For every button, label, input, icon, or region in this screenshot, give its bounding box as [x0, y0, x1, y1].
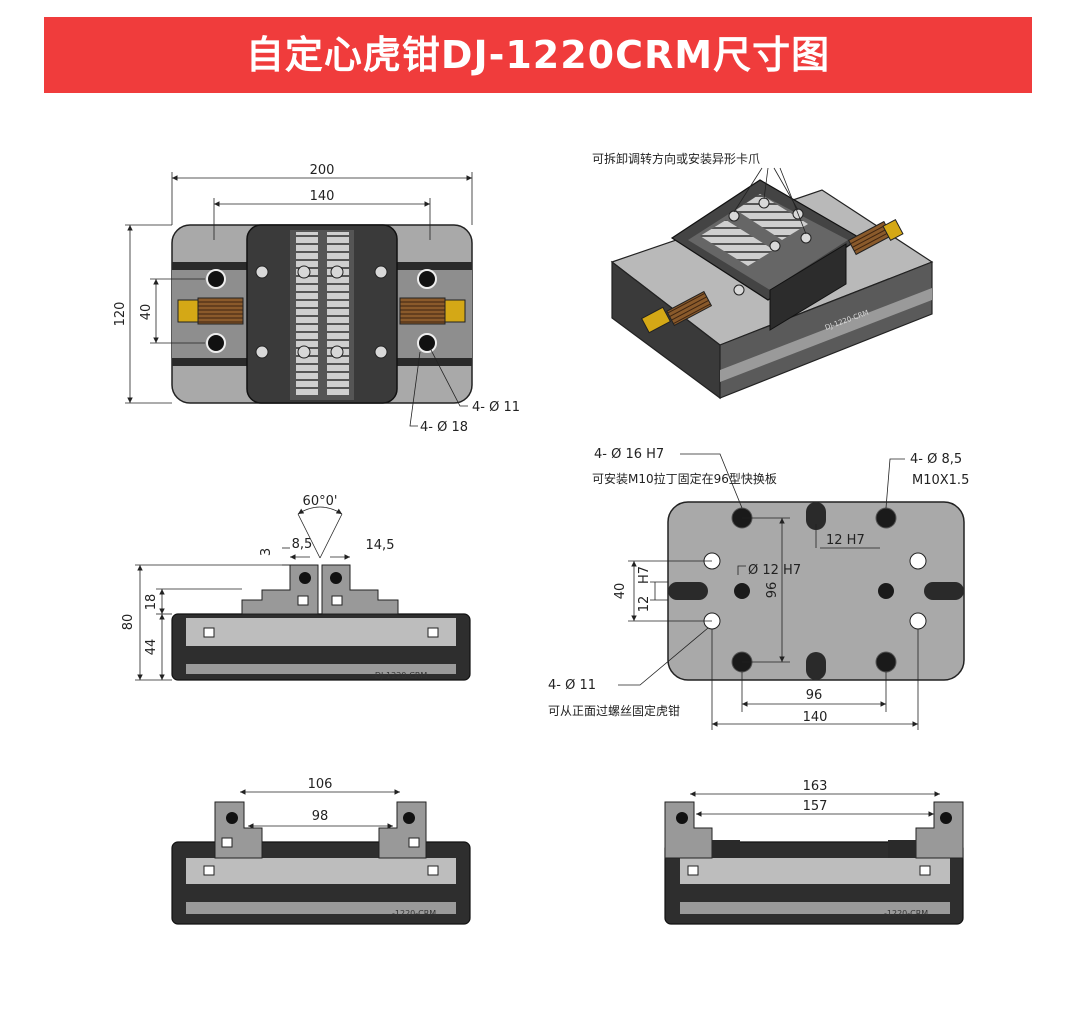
- base-dim-h7: H7: [637, 566, 652, 584]
- front-dim-14-5: 14,5: [366, 538, 395, 553]
- max-jaw-left: [664, 801, 713, 859]
- top-dim-inner: 140: [310, 189, 335, 204]
- base-note-m10: 可安装M10拉丁固定在96型快换板: [592, 471, 777, 486]
- iso-note: 可拆卸调转方向或安装异形卡爪: [592, 151, 760, 166]
- iso-screw-cap-right: [882, 218, 904, 242]
- iso-view: [610, 167, 934, 400]
- max-dim-inner: 157: [803, 799, 828, 814]
- min-opening-view: [171, 789, 471, 925]
- min-jaw-right: [378, 801, 427, 859]
- top-callout-hole-large: 4- Ø 18: [420, 420, 468, 435]
- base-callout-11: 4- Ø 11: [548, 678, 596, 693]
- iso-jaw-block: [769, 243, 847, 331]
- base-dim-12-h7-top: 12 H7: [826, 533, 865, 548]
- base-note-front: 可从正面过螺丝固定虎钳: [548, 703, 680, 718]
- top-dim-height: 120: [113, 302, 128, 327]
- front-dim-3: 3: [259, 548, 274, 556]
- min-jaw-left: [214, 801, 263, 859]
- base-slot-top: [806, 502, 826, 530]
- max-jaw-right: [915, 801, 964, 859]
- front-view: [135, 506, 471, 681]
- base-dim-96-vertical: 96: [765, 582, 780, 599]
- max-brand: -1220-CRM: [884, 909, 928, 918]
- front-dim-18: 18: [144, 594, 159, 611]
- front-dim-80: 80: [121, 614, 136, 631]
- base-dim-40: 40: [613, 583, 628, 600]
- base-slot-right: [924, 582, 964, 600]
- left-screw: [177, 299, 199, 323]
- front-angle: 60°0': [303, 494, 338, 509]
- base-dim-96-horizontal: 96: [806, 688, 823, 703]
- base-dim-12: 12: [637, 596, 652, 613]
- right-screw: [444, 299, 466, 323]
- page-title: 自定心虎钳DJ-1220CRM尺寸图: [245, 33, 831, 77]
- base-dim-12-h7-center: Ø 12 H7: [748, 563, 801, 578]
- front-jaw-right: [321, 564, 399, 615]
- base-dim-140: 140: [803, 710, 828, 725]
- left-thread: [197, 297, 244, 325]
- base-slot-bottom: [806, 652, 826, 680]
- front-brand: -DJ-1220-CRM: [372, 671, 427, 680]
- title-banner: 自定心虎钳DJ-1220CRM尺寸图: [44, 17, 1032, 93]
- top-dim-40: 40: [139, 304, 154, 321]
- base-view: [618, 453, 965, 730]
- base-slot-left: [668, 582, 708, 600]
- base-callout-m10: M10X1.5: [912, 473, 969, 488]
- max-opening-view: [664, 791, 964, 925]
- max-dim-outer: 163: [803, 779, 828, 794]
- top-callout-hole-small: 4- Ø 11: [472, 400, 520, 415]
- min-dim-outer: 106: [308, 777, 333, 792]
- socket-screws: [255, 265, 388, 359]
- mount-holes: [206, 269, 437, 353]
- iso-screw-cap-left: [640, 306, 672, 334]
- base-callout-h7-16: 4- Ø 16 H7: [594, 447, 664, 462]
- min-dim-inner: 98: [312, 809, 329, 824]
- front-dim-8-5: 8,5: [292, 537, 313, 552]
- base-hole-center-left: [734, 583, 750, 599]
- iso-screw-left: [666, 290, 713, 327]
- min-brand: -1220-CRM: [392, 909, 436, 918]
- top-dim-width: 200: [310, 163, 335, 178]
- front-dim-44: 44: [144, 639, 159, 656]
- base-callout-8-5: 4- Ø 8,5: [910, 452, 962, 467]
- top-view: [125, 172, 473, 427]
- right-thread: [399, 297, 446, 325]
- base-hole-center-right: [878, 583, 894, 599]
